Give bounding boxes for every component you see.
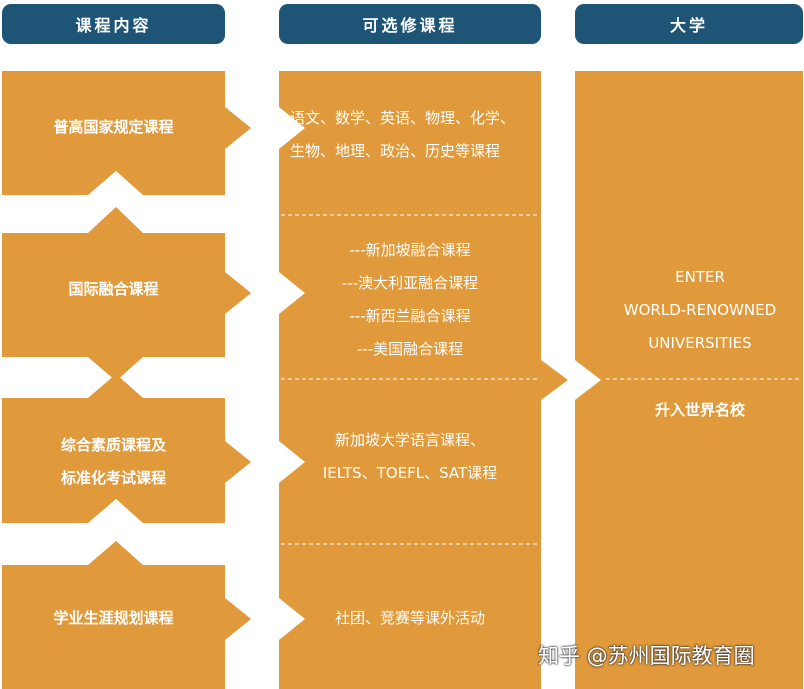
middle-block-1-line-1: 语文、数学、英语、物理、化学、 bbox=[290, 109, 516, 127]
left-block-4-text: 学业生涯规划课程 bbox=[2, 602, 225, 635]
right-column bbox=[575, 71, 803, 689]
middle-block-3-text: 新加坡大学语言课程、 IELTS、TOEFL、SAT课程 bbox=[279, 424, 541, 490]
right-line-world-renowned: WORLD-RENOWNED bbox=[623, 301, 777, 319]
left-block-2-text: 国际融合课程 bbox=[2, 273, 225, 306]
middle-block-2-line-4: ---美国融合课程 bbox=[356, 340, 464, 358]
left-block-1-line-1: 普高国家规定课程 bbox=[53, 118, 174, 136]
middle-block-2-line-2: ---澳大利亚融合课程 bbox=[341, 274, 479, 292]
middle-block-1-text: 语文、数学、英语、物理、化学、 生物、地理、政治、历史等课程 bbox=[290, 102, 536, 168]
middle-block-2-text: ---新加坡融合课程 ---澳大利亚融合课程 ---新西兰融合课程 ---美国融… bbox=[279, 234, 541, 366]
left-block-1-text: 普高国家规定课程 bbox=[2, 111, 225, 144]
right-line-enter: ENTER bbox=[675, 268, 725, 286]
header-university: 大学 bbox=[575, 4, 803, 44]
middle-column bbox=[279, 71, 568, 689]
right-line-enter-top-universities: 升入世界名校 bbox=[654, 401, 745, 419]
right-line-universities: UNIVERSITIES bbox=[648, 334, 752, 352]
left-block-1 bbox=[2, 71, 251, 195]
watermark: 知乎 @苏州国际教育圈 bbox=[538, 644, 755, 668]
header-elective-courses: 可选修课程 bbox=[279, 4, 541, 44]
middle-block-1-line-2: 生物、地理、政治、历史等课程 bbox=[290, 142, 501, 160]
header-course-content: 课程内容 bbox=[2, 4, 225, 44]
left-block-3 bbox=[2, 374, 251, 523]
middle-block-4-text: 社团、竞赛等课外活动 bbox=[279, 602, 541, 635]
left-block-3-line-2: 标准化考试课程 bbox=[60, 469, 166, 487]
right-upper-text: ENTER WORLD-RENOWNED UNIVERSITIES bbox=[600, 261, 800, 360]
left-block-2 bbox=[2, 207, 251, 381]
middle-block-3-line-2: IELTS、TOEFL、SAT课程 bbox=[322, 464, 498, 482]
middle-block-3-line-1: 新加坡大学语言课程、 bbox=[334, 431, 485, 449]
middle-block-2-line-3: ---新西兰融合课程 bbox=[349, 307, 471, 325]
left-block-4 bbox=[2, 541, 251, 689]
middle-block-2-line-1: ---新加坡融合课程 bbox=[349, 241, 471, 259]
middle-block-4-line-1: 社团、竞赛等课外活动 bbox=[334, 609, 485, 627]
left-block-3-line-1: 综合素质课程及 bbox=[60, 436, 166, 454]
right-lower-text: 升入世界名校 bbox=[600, 394, 800, 427]
left-block-3-text: 综合素质课程及 标准化考试课程 bbox=[2, 429, 225, 495]
left-block-4-line-1: 学业生涯规划课程 bbox=[53, 609, 174, 627]
left-block-2-line-1: 国际融合课程 bbox=[68, 280, 159, 298]
